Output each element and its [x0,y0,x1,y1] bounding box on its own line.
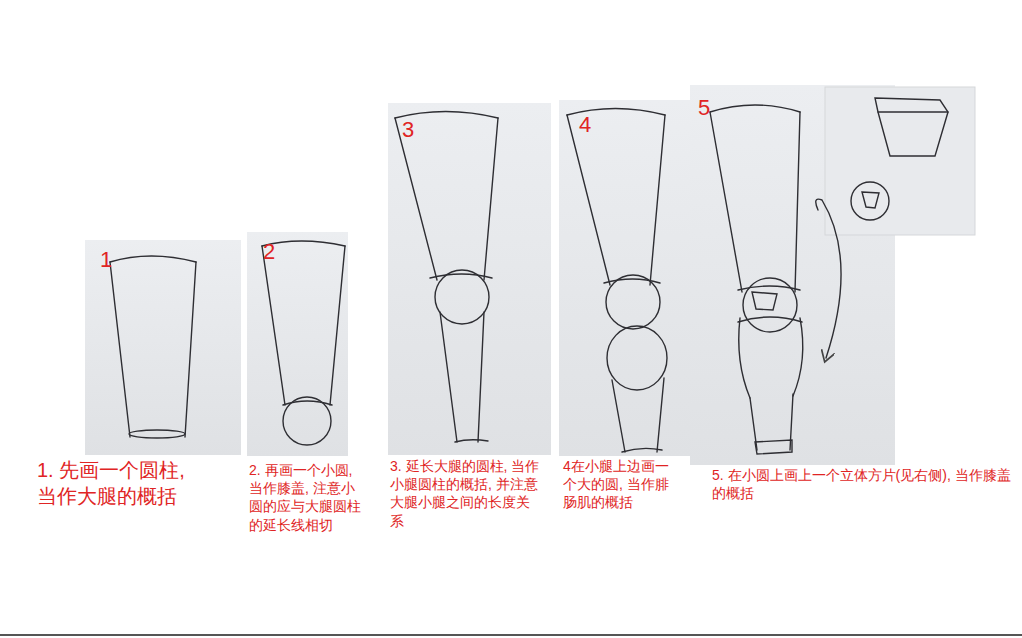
step-number: 1 [100,249,112,271]
step-caption: 2. 再画一个小圆, 当作膝盖, 注意小圆的应与大腿圆柱的延长线相切 [249,461,363,534]
bottom-rule [0,634,1022,636]
step-number: 2 [263,241,275,263]
leg-sketch [110,98,948,454]
step-caption: 1. 先画一个圆柱, 当作大腿的概括 [37,457,205,509]
step-number: 3 [402,119,414,141]
step-caption: 3. 延长大腿的圆柱, 当作小腿圆柱的概括, 并注意大腿小腿之间的长度关系 [390,457,542,530]
step-panels [85,85,975,465]
step-caption: 4在小腿上边画一个大的圆, 当作腓肠肌的概括 [563,457,677,512]
step-caption: 5. 在小圆上画上一个立体方片(见右侧), 当作膝盖的概括 [712,466,1012,502]
step-number: 4 [579,114,591,136]
step-number: 5 [698,97,710,119]
